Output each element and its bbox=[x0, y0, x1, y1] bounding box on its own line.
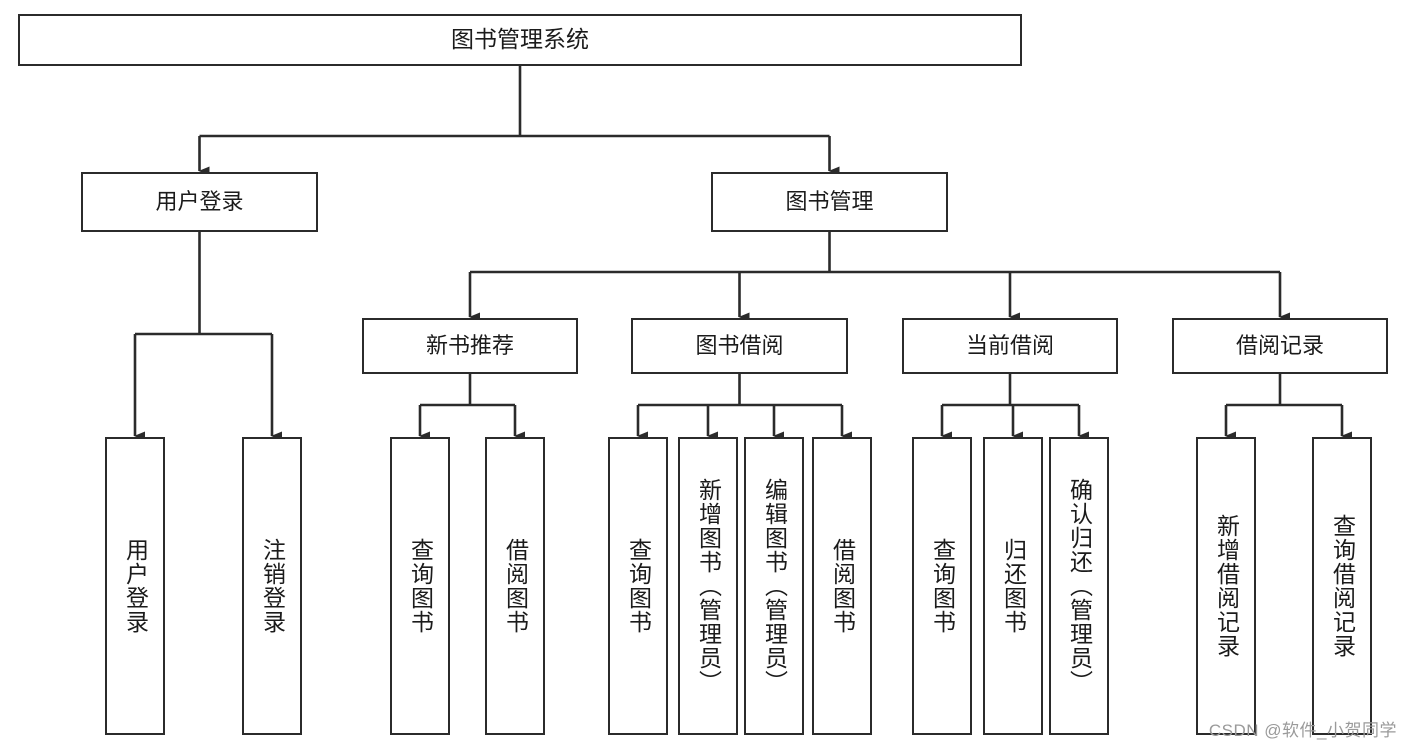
node-label: 用户登录 bbox=[122, 538, 149, 634]
node-leaf-return-book[interactable]: 归还图书 bbox=[983, 437, 1043, 735]
node-leaf-query-book-1[interactable]: 查询图书 bbox=[390, 437, 450, 735]
node-user-login[interactable]: 用户登录 bbox=[81, 172, 318, 232]
node-leaf-query-record[interactable]: 查询借阅记录 bbox=[1312, 437, 1372, 735]
node-label: 用户登录 bbox=[155, 188, 244, 214]
node-leaf-user-logout[interactable]: 注销登录 bbox=[242, 437, 302, 735]
node-leaf-query-book-2[interactable]: 查询图书 bbox=[608, 437, 668, 735]
node-label: 归还图书 bbox=[1000, 538, 1027, 634]
node-label: 确认归还（管理员） bbox=[1066, 478, 1093, 694]
node-label: 编辑图书（管理员） bbox=[761, 478, 788, 694]
node-label: 新增借阅记录 bbox=[1213, 514, 1240, 658]
node-leaf-borrow-book-1[interactable]: 借阅图书 bbox=[485, 437, 545, 735]
node-label: 图书管理系统 bbox=[451, 26, 589, 53]
node-leaf-borrow-book-2[interactable]: 借阅图书 bbox=[812, 437, 872, 735]
node-label: 查询借阅记录 bbox=[1329, 514, 1356, 658]
node-leaf-user-login[interactable]: 用户登录 bbox=[105, 437, 165, 735]
node-label: 图书借阅 bbox=[695, 332, 784, 358]
node-label: 新增图书（管理员） bbox=[695, 478, 722, 694]
node-label: 借阅图书 bbox=[829, 538, 856, 634]
node-label: 注销登录 bbox=[259, 538, 286, 634]
node-label: 查询图书 bbox=[625, 538, 652, 634]
node-leaf-add-record[interactable]: 新增借阅记录 bbox=[1196, 437, 1256, 735]
node-book-manage[interactable]: 图书管理 bbox=[711, 172, 948, 232]
node-label: 当前借阅 bbox=[965, 332, 1054, 358]
node-book-borrow[interactable]: 图书借阅 bbox=[631, 318, 848, 374]
node-label: 借阅记录 bbox=[1235, 332, 1324, 358]
node-current-borrow[interactable]: 当前借阅 bbox=[902, 318, 1118, 374]
edge-group bbox=[133, 66, 1352, 441]
node-label: 查询图书 bbox=[929, 538, 956, 634]
node-borrow-record[interactable]: 借阅记录 bbox=[1172, 318, 1388, 374]
node-leaf-query-book-3[interactable]: 查询图书 bbox=[912, 437, 972, 735]
node-leaf-add-book[interactable]: 新增图书（管理员） bbox=[678, 437, 738, 735]
node-label: 借阅图书 bbox=[502, 538, 529, 634]
node-new-book-rec[interactable]: 新书推荐 bbox=[362, 318, 578, 374]
node-label: 图书管理 bbox=[785, 188, 874, 214]
node-label: 查询图书 bbox=[407, 538, 434, 634]
node-leaf-confirm-return[interactable]: 确认归还（管理员） bbox=[1049, 437, 1109, 735]
node-label: 新书推荐 bbox=[425, 332, 514, 358]
node-root[interactable]: 图书管理系统 bbox=[18, 14, 1022, 66]
node-leaf-edit-book[interactable]: 编辑图书（管理员） bbox=[744, 437, 804, 735]
